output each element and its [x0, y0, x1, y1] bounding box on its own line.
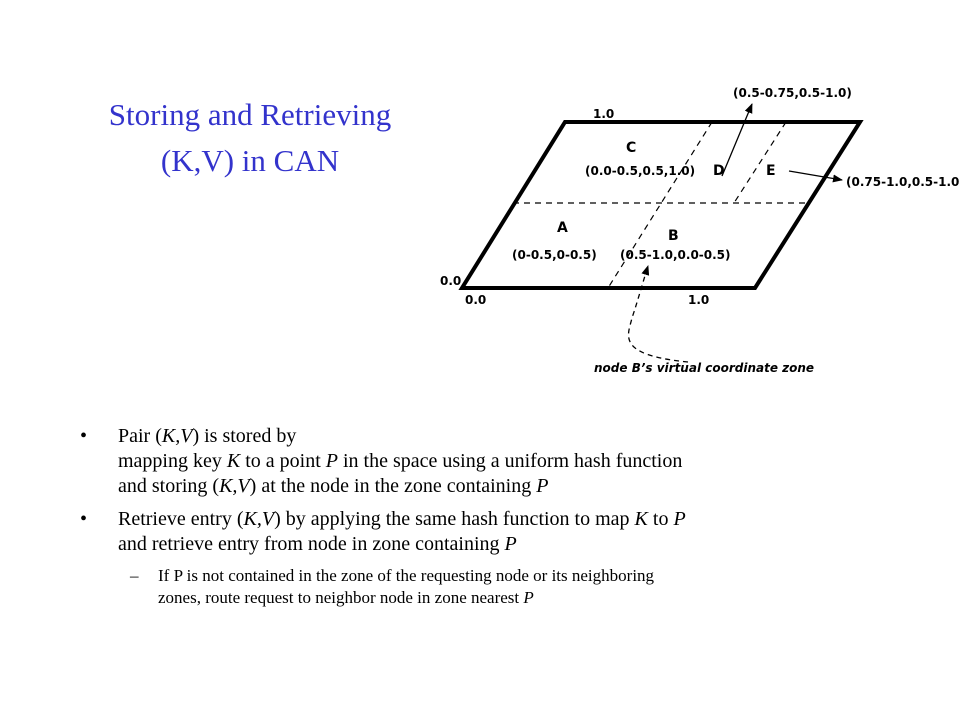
slide-title-line-2: (K,V) in CAN [160, 143, 340, 178]
bullet-text-retrieve: Retrieve entry (K,V) by applying the sam… [118, 508, 686, 555]
zone-d-range: (0.5-0.75,0.5-1.0) [733, 86, 852, 100]
x-axis-label-end: 1.0 [688, 293, 709, 307]
zone-e-arrow [788, 170, 843, 183]
zone-a-label: A [557, 220, 568, 236]
bullet-marker: • [80, 508, 88, 530]
zone-b-label: B [668, 228, 679, 244]
zone-split-vertical-center [607, 121, 713, 289]
sub-bullet-item-routing: – If P is not contained in the zone of t… [80, 565, 940, 609]
node-b-zone-caption: node B’s virtual coordinate zone [594, 361, 814, 375]
slide-title-line-1: Storing and Retrieving [108, 97, 392, 132]
zone-e-range: (0.75-1.0,0.5-1.0) [846, 175, 960, 189]
zone-c-label: C [626, 140, 636, 156]
bullet-item-retrieve: • Retrieve entry (K,V) by applying the s… [80, 507, 940, 557]
zone-e-label: E [766, 163, 776, 179]
corner-label-top-left: 1.0 [593, 107, 614, 121]
can-coordinate-space-diagram: 1.0 0.0 0.0 1.0 A B C D E (0-0.5,0-0.5) … [440, 86, 960, 375]
bullet-marker: • [80, 425, 88, 447]
zone-c-range: (0.0-0.5,0.5,1.0) [585, 164, 695, 178]
zone-d-label: D [713, 163, 725, 179]
coordinate-space-outline [458, 120, 864, 290]
corner-label-bottom-left: 0.0 [440, 274, 461, 288]
sub-bullet-marker: – [130, 566, 139, 585]
zone-d-arrow [721, 103, 753, 177]
zone-a-range: (0-0.5,0-0.5) [512, 248, 597, 262]
zone-split-vertical-upper [733, 121, 787, 204]
zone-b-curved-arrow [627, 265, 689, 363]
x-axis-label-start: 0.0 [465, 293, 486, 307]
slide-title: Storing and Retrieving (K,V) in CAN [60, 92, 440, 184]
zone-b-range: (0.5-1.0,0.0-0.5) [620, 248, 731, 262]
sub-bullet-text-routing: If P is not contained in the zone of the… [158, 566, 655, 607]
